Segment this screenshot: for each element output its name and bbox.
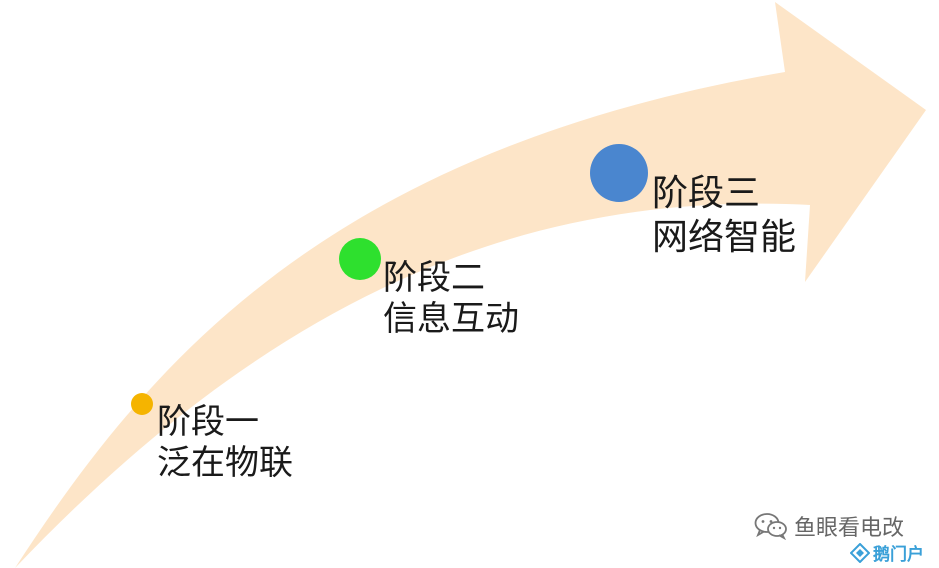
watermark-text: 鱼眼看电改 (794, 516, 905, 541)
curved-arrow (15, 2, 926, 568)
stage-2-subtitle: 信息互动 (383, 299, 519, 340)
stage-3-title: 阶段三 (652, 173, 761, 214)
stage-1-dot (131, 393, 153, 415)
stage-1-subtitle: 泛在物联 (157, 443, 293, 484)
wechat-icon (754, 513, 787, 540)
stage-3-subtitle: 网络智能 (652, 216, 797, 258)
site-logo-text: 鹅门户 (873, 545, 924, 565)
stage-2-dot (339, 238, 381, 280)
stage-3-dot (590, 144, 648, 202)
stage-3-label: 阶段三 网络智能 (652, 172, 796, 260)
stage-1-label: 阶段一 泛在物联 (157, 402, 293, 485)
stage-2-title: 阶段二 (383, 258, 485, 298)
stage-2-label: 阶段二 信息互动 (383, 258, 519, 341)
stage-1-title: 阶段一 (157, 402, 259, 442)
site-logo: 鹅门户 (850, 540, 924, 565)
logo-mark-icon (850, 542, 870, 563)
wechat-watermark: 鱼眼看电改 (754, 510, 904, 542)
